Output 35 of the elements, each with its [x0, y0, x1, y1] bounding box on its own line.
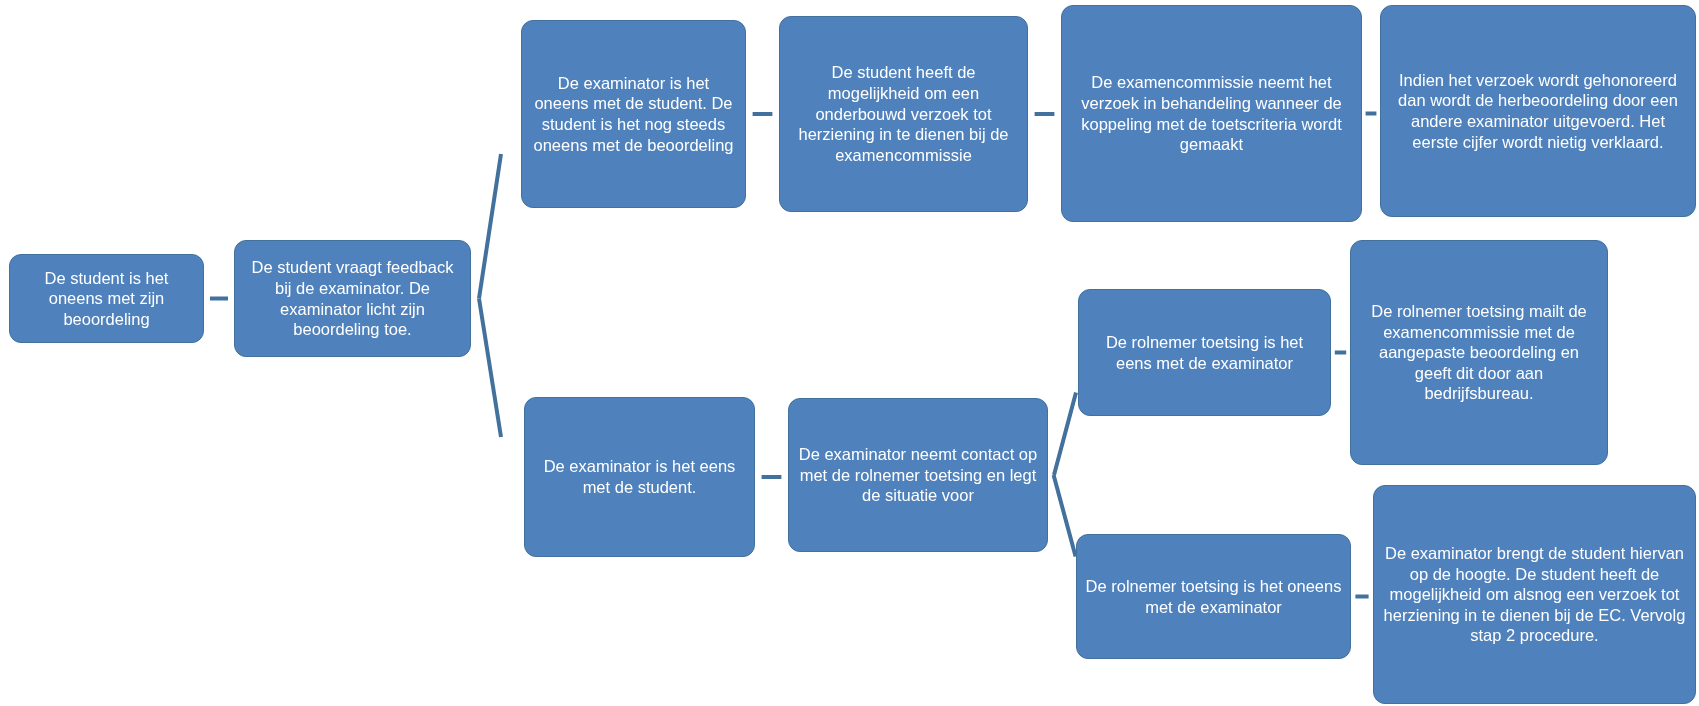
- connector-line: [477, 153, 503, 299]
- step-text: De student is het oneens met zijn beoordeling: [43, 267, 170, 330]
- connector-line: [1034, 112, 1055, 116]
- step-text: De examinator is het oneens met de student. De student is het nog steeds oneens met de beoordeling: [532, 72, 735, 156]
- process-box: [779, 16, 1028, 212]
- step-text: De examinator brengt de student hiervan op de hoogte. De student heeft de mogelijkheid om alsnog een verzoek tot herziening in te dienen bij de EC. Vervolg stap 2 procedure.: [1382, 542, 1687, 647]
- process-box: [524, 397, 755, 557]
- connector-line: [1355, 594, 1369, 599]
- step-text: De examencommissie neemt het verzoek in behandeling wanneer de koppeling met de toetscriteria wordt gemaakt: [1080, 72, 1343, 155]
- connector-line: [761, 475, 782, 479]
- process-box: [234, 240, 471, 357]
- step-text: Indien het verzoek wordt gehonoreerd dan wordt de herbeoordeling door een andere examinator uitgevoerd. Het eerste cijfer wordt nietig verklaard.: [1397, 69, 1679, 153]
- step-text: De student vraagt feedback bij de examinator. De examinator licht zijn beoordeling toe.: [250, 257, 455, 340]
- step-text: De student heeft de mogelijkheid om een onderbouwd verzoek tot herziening in te dienen bij de examencommissie: [797, 62, 1010, 166]
- connector-line: [752, 112, 773, 116]
- step-text: De rolnemer toetsing is het oneens met de examinator: [1085, 575, 1342, 618]
- step-text: De rolnemer toetsing is het eens met de examinator: [1104, 331, 1305, 374]
- connector-line: [1051, 474, 1078, 558]
- process-box: [1380, 5, 1696, 217]
- process-box: [521, 20, 746, 208]
- step-text: De rolnemer toetsing mailt de examencommissie met de aangepaste beoordeling en geeft dit door aan bedrijfsbureau.: [1370, 300, 1588, 405]
- step-text: De examinator is het eens met de student.: [542, 456, 737, 498]
- process-box: [1373, 485, 1696, 704]
- connector-line: [477, 298, 503, 438]
- step-text: De examinator neemt contact op met de rolnemer toetsing en legt de situatie voor: [797, 444, 1039, 506]
- process-box: [1078, 289, 1331, 416]
- process-box: [788, 398, 1048, 552]
- connector-line: [210, 296, 228, 301]
- connector-line: [1365, 111, 1377, 116]
- process-box: [1061, 5, 1362, 222]
- process-box: [9, 254, 204, 343]
- process-box: [1076, 534, 1351, 659]
- connector-line: [1334, 350, 1347, 355]
- connector-line: [1052, 392, 1078, 476]
- process-box: [1350, 240, 1608, 465]
